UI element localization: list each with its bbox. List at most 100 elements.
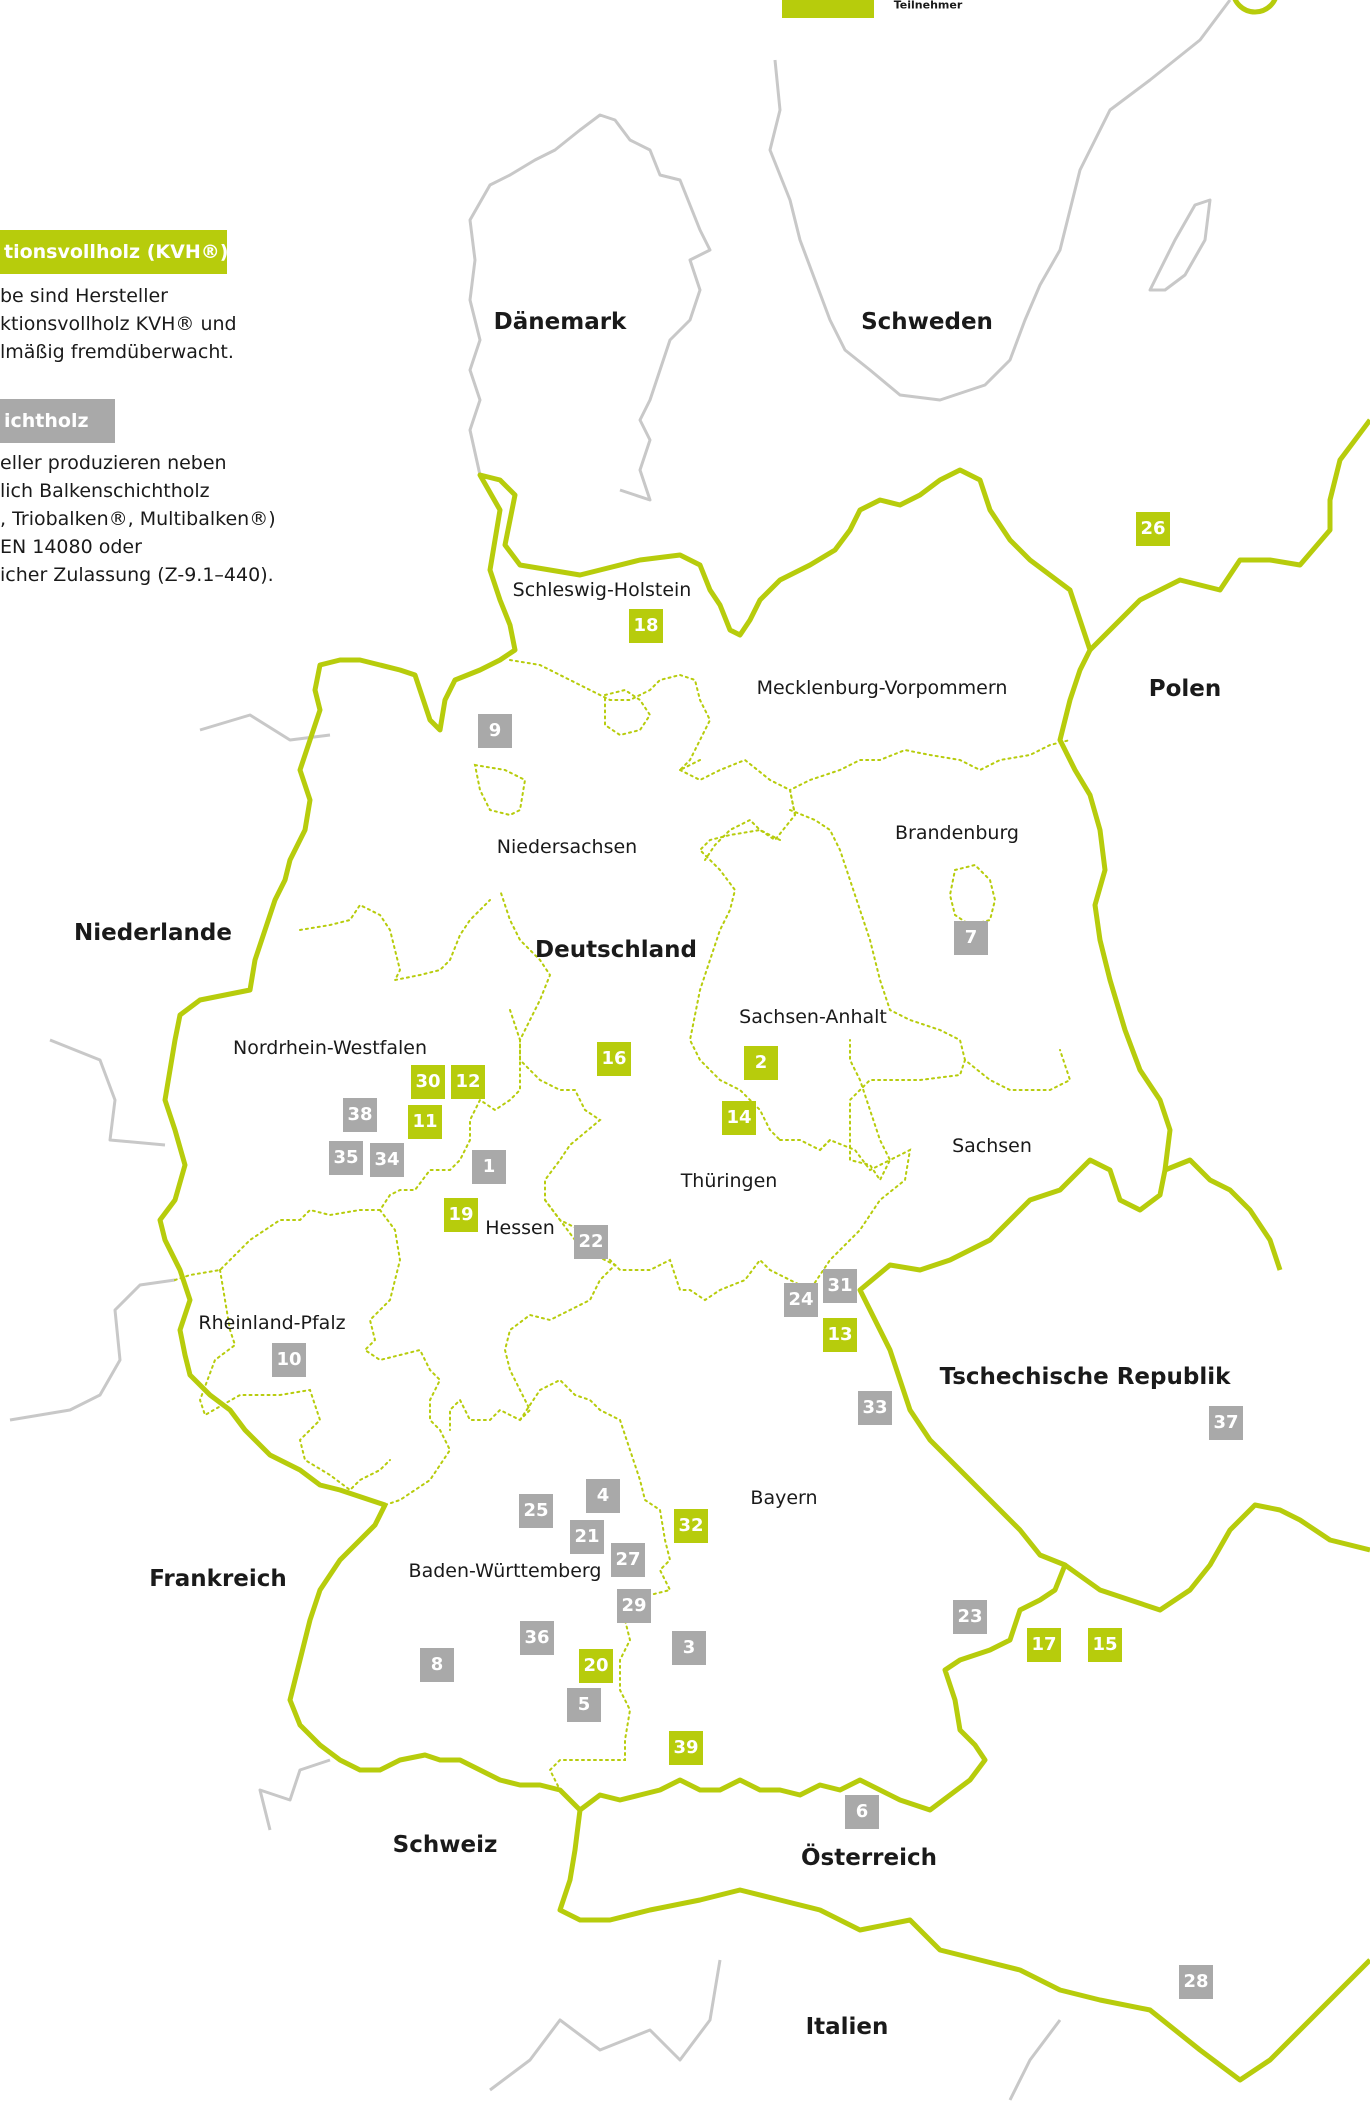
marker-kvh: 2 [744, 1046, 778, 1080]
berlin-outline [948, 863, 997, 927]
marker-bsh: 36 [520, 1621, 554, 1655]
marker-bsh: 1 [472, 1150, 506, 1184]
marker-bsh: 10 [272, 1343, 306, 1377]
marker-bsh: 37 [1209, 1406, 1243, 1440]
marker-bsh: 31 [823, 1269, 857, 1303]
marker-kvh: 32 [674, 1509, 708, 1543]
italy-line [489, 1959, 722, 2092]
state-label: Bayern [750, 1487, 818, 1509]
legend-kvh-line: be sind Hersteller [0, 285, 168, 307]
state-label: Brandenburg [895, 822, 1019, 844]
state-label: Nordrhein-Westfalen [232, 1037, 428, 1059]
legend-bsh-heading: ichtholz [0, 399, 115, 443]
legend-bsh-text: eller produzieren neben lich Balkenschic… [0, 449, 276, 589]
czech-border [1164, 1157, 1283, 1271]
ni-st-border [788, 739, 1071, 816]
marker-kvh: 16 [597, 1042, 631, 1076]
country-label: Schweiz [392, 1832, 498, 1858]
legend-kvh-text: be sind Hersteller ktionsvollholz KVH® u… [0, 282, 237, 366]
sweden-coast [768, 0, 1232, 402]
slovenia-line [1008, 2019, 1062, 2101]
state-label: Schleswig-Holstein [512, 579, 692, 601]
ni-mv-border [679, 758, 797, 861]
marker-kvh: 17 [1027, 1628, 1061, 1662]
marker-kvh: 19 [444, 1198, 478, 1232]
luxembourg-line [9, 1278, 176, 1422]
marker-bsh: 24 [784, 1283, 818, 1317]
marker-bsh: 25 [519, 1494, 553, 1528]
marker-bsh: 7 [954, 921, 988, 955]
legend-kvh-line: ktionsvollholz KVH® und [0, 313, 237, 335]
marker-bsh: 9 [478, 714, 512, 748]
marker-bsh: 34 [370, 1143, 404, 1177]
marker-kvh: 13 [823, 1318, 857, 1352]
legend-kvh-line: lmäßig fremdüberwacht. [0, 341, 234, 363]
country-label: Tschechische Republik [939, 1364, 1231, 1390]
bremen-outline [473, 763, 527, 817]
belgium-line [49, 1038, 166, 1147]
hamburg-outline [604, 688, 652, 737]
country-label: Dänemark [493, 309, 627, 335]
marker-bsh: 38 [343, 1098, 377, 1132]
marker-bsh: 28 [1179, 1965, 1213, 1999]
state-borders [174, 659, 1072, 1791]
country-label: Frankreich [149, 1566, 287, 1592]
sweden-lake [1148, 198, 1212, 292]
marker-kvh: 12 [451, 1065, 485, 1099]
legend-bsh-line: eller produzieren neben [0, 452, 227, 474]
legend-swatch-top [782, 0, 874, 18]
marker-kvh: 39 [669, 1731, 703, 1765]
marker-kvh: 26 [1136, 512, 1170, 546]
marker-kvh: 14 [722, 1101, 756, 1135]
austria-south-border [557, 1809, 1370, 2083]
marker-bsh: 22 [574, 1225, 608, 1259]
swiss-line [258, 1758, 331, 1831]
sh-border [509, 659, 712, 771]
state-label: Thüringen [680, 1170, 778, 1192]
state-label: Sachsen [952, 1135, 1032, 1157]
ni-sa-border [688, 828, 781, 1141]
marker-bsh: 4 [586, 1479, 620, 1513]
marker-bsh: 8 [420, 1648, 454, 1682]
poland-border [1088, 418, 1370, 652]
state-label: Rheinland-Pfalz [198, 1312, 346, 1334]
marker-bsh: 5 [567, 1688, 601, 1722]
bw-by-border [519, 1378, 672, 1791]
marker-bsh: 27 [611, 1543, 645, 1577]
czech-austria-border [1063, 1502, 1370, 1613]
legend-bsh-line: , Triobalken®, Multibalken®) [0, 508, 276, 530]
state-label: Sachsen-Anhalt [739, 1006, 887, 1028]
national-borders [157, 418, 1370, 2083]
country-label: Österreich [800, 1845, 938, 1871]
nw-he-border [174, 1009, 521, 1281]
legend-bsh-line: EN 14080 oder [0, 536, 142, 558]
marker-kvh: 30 [411, 1065, 445, 1099]
marker-bsh: 35 [329, 1141, 363, 1175]
legend-kvh-heading: tionsvollholz (KVH®) [0, 230, 227, 274]
country-label: Niederlande [74, 920, 232, 946]
he-rp-border [363, 1209, 452, 1506]
marker-bsh: 6 [845, 1795, 879, 1829]
denmark-coast [468, 113, 712, 502]
marker-bsh: 23 [953, 1600, 987, 1634]
rp-bw-border [198, 1269, 391, 1492]
state-label: Hessen [485, 1217, 555, 1239]
marker-kvh: 15 [1088, 1628, 1122, 1662]
nw-ni-border [299, 899, 491, 982]
state-label: Niedersachsen [496, 836, 638, 858]
state-label: Mecklenburg-Vorpommern [756, 677, 1008, 699]
legend-top-label: Teilnehmer [893, 0, 963, 12]
marker-kvh: 11 [408, 1105, 442, 1139]
country-label: Schweden [861, 309, 993, 335]
marker-bsh: 33 [858, 1391, 892, 1425]
marker-bsh: 29 [617, 1589, 651, 1623]
germany-border [157, 467, 1173, 1813]
legend-bsh-line: lich Balkenschichtholz [0, 480, 210, 502]
marker-bsh: 21 [570, 1520, 604, 1554]
marker-kvh: 20 [579, 1649, 613, 1683]
state-label: Baden-Württemberg [408, 1560, 602, 1582]
country-label: Italien [805, 2014, 889, 2040]
by-bw-saar-border [819, 1139, 831, 1151]
legend-circle-top [1232, 0, 1278, 15]
